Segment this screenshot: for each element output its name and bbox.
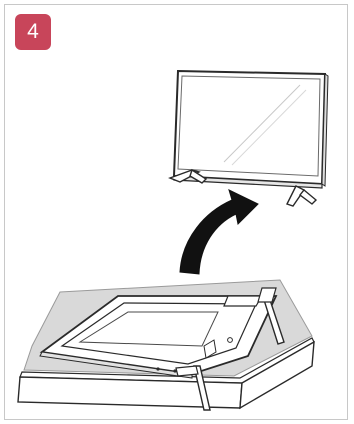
lift-arrow [180, 190, 258, 274]
upright-tv [170, 71, 328, 206]
right-stand-foot [287, 186, 316, 206]
